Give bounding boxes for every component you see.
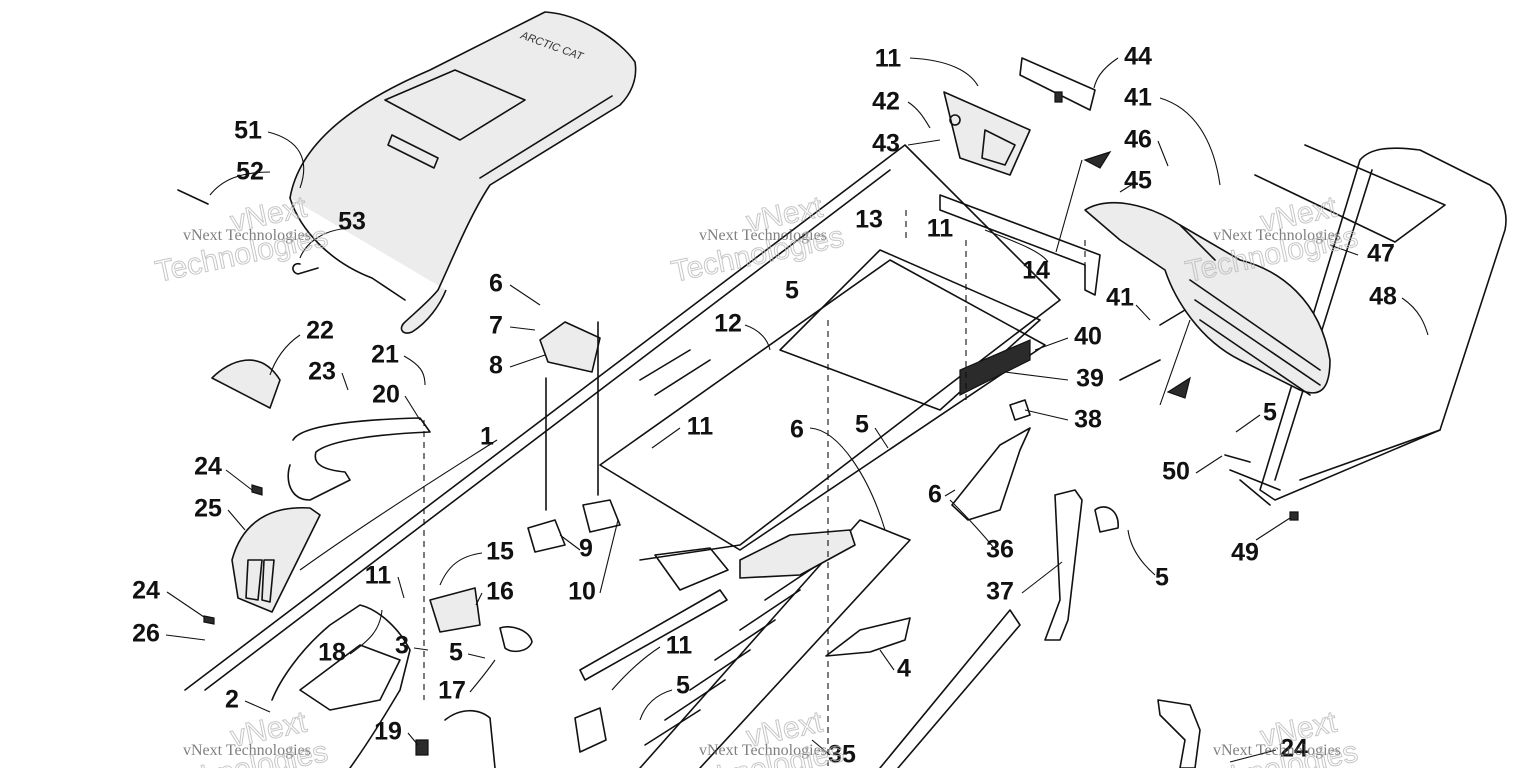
callout-c39: 39 [1076,365,1104,393]
callout-c21: 21 [371,341,399,369]
callout-c46: 46 [1124,126,1152,154]
callout-c14: 14 [1022,257,1050,285]
callout-c10: 10 [568,578,596,606]
callout-c11d: 11 [365,562,392,590]
callout-c5b: 5 [1263,399,1277,427]
callout-c9: 9 [579,535,593,563]
callout-c2: 2 [225,686,239,714]
callout-c11a: 11 [875,45,902,73]
callout-c42: 42 [872,88,900,116]
watermark-caption: vNext Technologies [1213,742,1341,759]
alignment-lines [423,210,1086,768]
callout-c17: 17 [438,677,466,705]
callout-c16: 16 [486,578,514,606]
callout-c48: 48 [1369,283,1397,311]
callout-c24b: 24 [132,577,160,605]
callout-c52: 52 [236,158,264,186]
callout-c25: 25 [194,495,222,523]
callout-c43: 43 [872,130,900,158]
leader-lines [165,57,1429,763]
callout-c45: 45 [1124,167,1152,195]
callout-c15: 15 [486,538,514,566]
right-mid-parts [825,399,1119,657]
callout-c5d: 5 [1155,564,1169,592]
callout-c13: 13 [855,206,883,234]
callout-c7: 7 [489,312,503,340]
center-brackets [527,321,621,553]
callout-c41a: 41 [1124,84,1152,112]
right-bottom-rail [1157,699,1201,768]
watermark-caption: vNext Technologies [699,227,827,244]
callout-c20: 20 [372,381,400,409]
callout-c1: 1 [480,423,494,451]
callout-c5c: 5 [855,411,869,439]
callout-c37: 37 [986,578,1014,606]
seat-hardware [177,189,319,275]
bracket-14-part [939,57,1101,296]
callout-c19: 19 [374,718,402,746]
callout-c51: 51 [234,117,262,145]
callout-c11e: 11 [666,632,693,660]
callout-c24c: 24 [1280,735,1308,763]
watermark-caption: vNext Technologies [699,742,827,759]
tail-light-bracket-part [943,91,1031,176]
callout-c24a: 24 [194,453,222,481]
callout-c5e: 5 [449,639,463,667]
front-lower-parts [271,587,533,768]
callout-c3: 3 [395,632,409,660]
snow-flap-part [1084,202,1331,396]
tunnel-part [184,144,1061,691]
callout-c6b: 6 [790,416,804,444]
callout-c35: 35 [828,741,856,768]
rear-bumper-part [1254,144,1507,501]
callout-c36: 36 [986,536,1014,564]
callout-c5a: 5 [785,277,799,305]
direction-arrows [1055,150,1191,406]
callout-c49: 49 [1231,539,1259,567]
callout-c47: 47 [1367,240,1395,268]
watermark-caption: vNext Technologies [183,227,311,244]
callout-c23: 23 [308,358,336,386]
callout-c18: 18 [318,639,346,667]
callout-c40: 40 [1074,323,1102,351]
left-side-parts [203,359,431,625]
callout-c6c: 6 [928,481,942,509]
callout-c53: 53 [338,208,366,236]
callout-c26: 26 [132,620,160,648]
callout-c4: 4 [897,655,911,683]
callout-c50: 50 [1162,458,1190,486]
callout-c12: 12 [714,310,742,338]
callout-c11b: 11 [927,215,954,243]
seat-part: ARCTIC CAT [289,11,637,334]
callout-c6a: 6 [489,270,503,298]
watermark-caption: vNext Technologies [1213,227,1341,244]
watermark-caption: vNext Technologies [183,742,311,759]
callout-c11c: 11 [687,413,714,441]
callout-c8: 8 [489,352,503,380]
callout-c44: 44 [1124,43,1152,71]
rear-fasteners [1224,454,1299,521]
callout-c5f: 5 [676,672,690,700]
callout-c22: 22 [306,317,334,345]
callout-c38: 38 [1074,406,1102,434]
callout-c41b: 41 [1106,284,1134,312]
